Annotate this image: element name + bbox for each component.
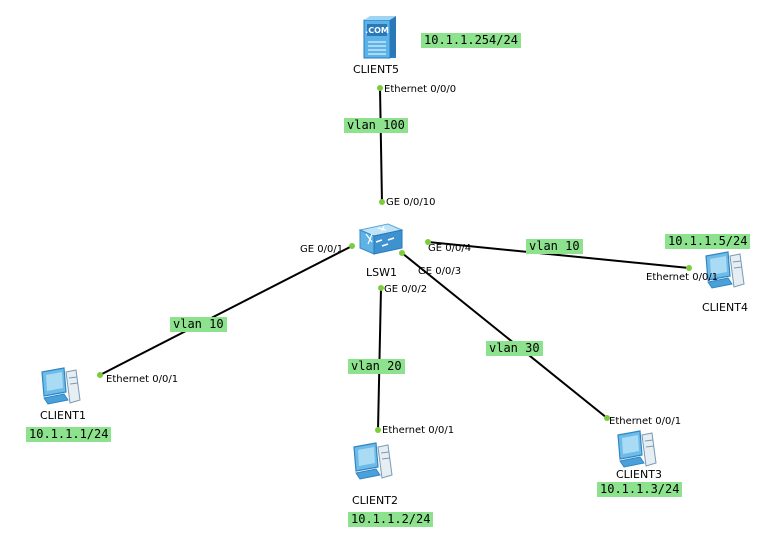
lsw1-port-ge4-label: GE 0/0/4 xyxy=(428,243,472,254)
link-client5-lsw1[interactable] xyxy=(379,87,383,204)
client3-name: CLIENT3 xyxy=(616,468,662,481)
client3-port-label: Ethernet 0/0/1 xyxy=(609,416,682,427)
client1-name: CLIENT1 xyxy=(40,409,86,422)
port-dot[interactable] xyxy=(399,250,405,256)
client2-ip-tag: 10.1.1.2/24 xyxy=(348,512,434,527)
link-client4-lsw1[interactable] xyxy=(427,241,690,269)
link-client4-vlan-tag: vlan 10 xyxy=(526,239,583,254)
client3-pc-icon[interactable] xyxy=(616,429,660,469)
client5-name: CLIENT5 xyxy=(353,63,399,76)
lsw1-name: LSW1 xyxy=(366,266,397,279)
client4-pc-icon[interactable] xyxy=(704,250,748,290)
link-client1-lsw1[interactable] xyxy=(99,245,353,376)
client5-ip-tag: 10.1.1.254/24 xyxy=(421,33,521,48)
link-client3-lsw1[interactable] xyxy=(401,252,608,419)
client5-server-icon[interactable]: .COM xyxy=(360,14,400,60)
client2-port-label: Ethernet 0/0/1 xyxy=(382,425,455,436)
link-client5-vlan-tag: vlan 100 xyxy=(344,118,408,133)
link-client1-vlan-tag: vlan 10 xyxy=(170,317,227,332)
client5-badge: .COM xyxy=(365,26,389,35)
lsw1-port-ge2-label: GE 0/0/2 xyxy=(384,284,428,295)
port-dot[interactable] xyxy=(604,415,610,421)
client4-port-label: Ethernet 0/0/1 xyxy=(646,272,719,283)
client2-name: CLIENT2 xyxy=(352,494,398,507)
client1-ip-tag: 10.1.1.1/24 xyxy=(26,427,112,442)
client2-pc-icon[interactable] xyxy=(352,441,396,481)
client5-port-label: Ethernet 0/0/0 xyxy=(384,84,457,95)
link-client2-vlan-tag: vlan 20 xyxy=(348,359,405,374)
link-client3-vlan-tag: vlan 30 xyxy=(486,341,543,356)
lsw1-port-ge1-label: GE 0/0/1 xyxy=(300,244,344,255)
client3-ip-tag: 10.1.1.3/24 xyxy=(597,482,683,497)
port-dot[interactable] xyxy=(377,85,383,91)
client4-ip-tag: 10.1.1.5/24 xyxy=(665,234,751,249)
client1-port-label: Ethernet 0/0/1 xyxy=(106,374,179,385)
port-dot[interactable] xyxy=(375,427,381,433)
lsw1-switch-icon[interactable] xyxy=(358,216,404,256)
port-dot[interactable] xyxy=(379,199,385,205)
port-dot[interactable] xyxy=(425,239,431,245)
lsw1-port-ge10-label: GE 0/0/10 xyxy=(386,197,436,208)
client4-name: CLIENT4 xyxy=(702,301,748,314)
lsw1-port-ge3-label: GE 0/0/3 xyxy=(418,266,462,277)
port-dot[interactable] xyxy=(97,372,103,378)
client1-pc-icon[interactable] xyxy=(40,366,84,406)
port-dot[interactable] xyxy=(686,265,692,271)
port-dot[interactable] xyxy=(378,285,384,291)
port-dot[interactable] xyxy=(349,243,355,249)
